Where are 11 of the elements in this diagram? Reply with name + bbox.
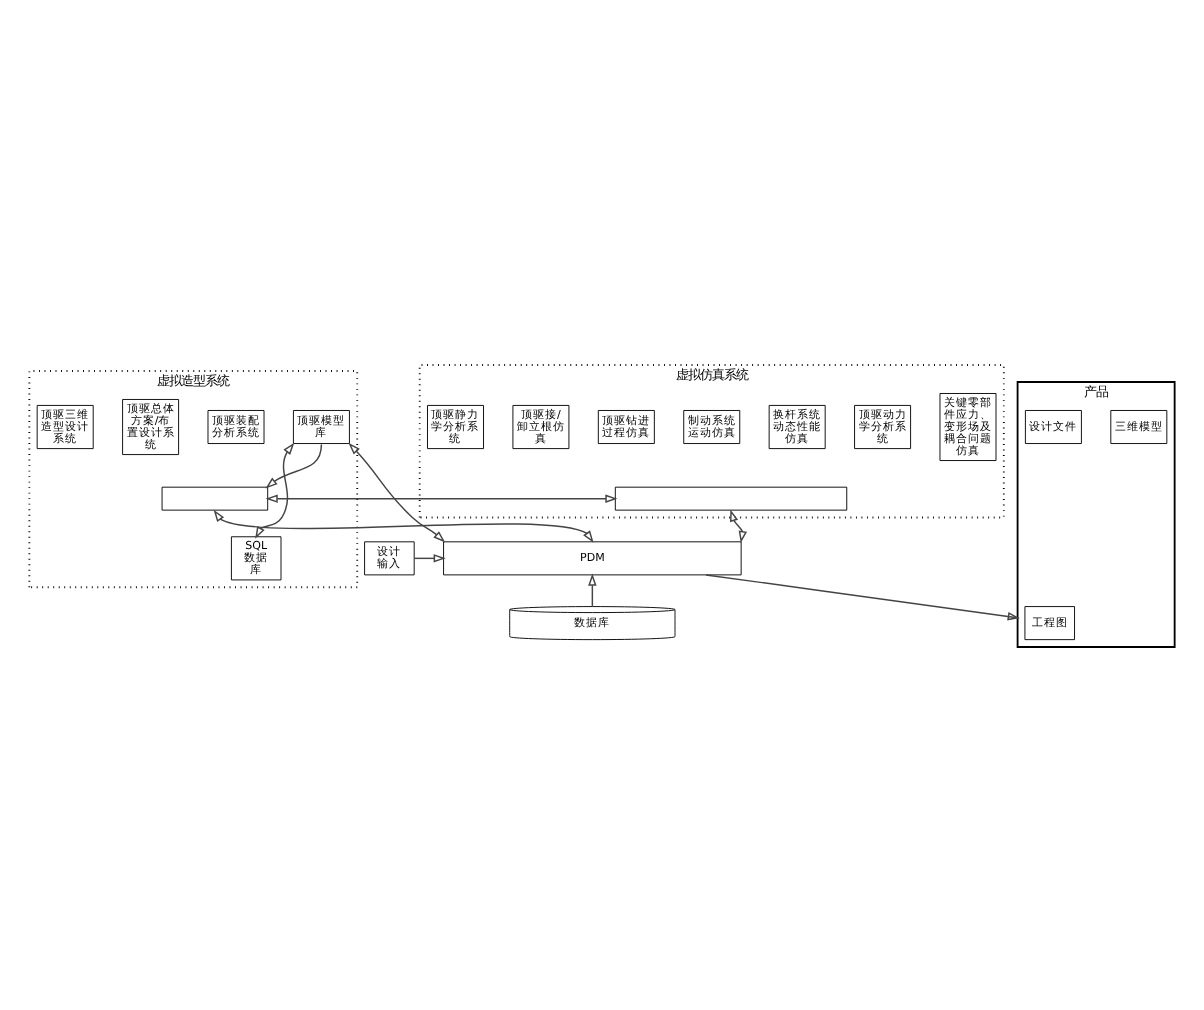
node-box bbox=[614, 485, 848, 510]
arrow bbox=[265, 493, 618, 502]
arrow bbox=[265, 442, 323, 488]
arrow bbox=[705, 573, 1020, 620]
node-box bbox=[161, 485, 269, 510]
arrow bbox=[413, 553, 446, 562]
arrow bbox=[213, 508, 594, 542]
arrow bbox=[255, 441, 295, 538]
arrow bbox=[588, 572, 597, 607]
arrow bbox=[730, 508, 747, 543]
arrow bbox=[348, 441, 446, 542]
